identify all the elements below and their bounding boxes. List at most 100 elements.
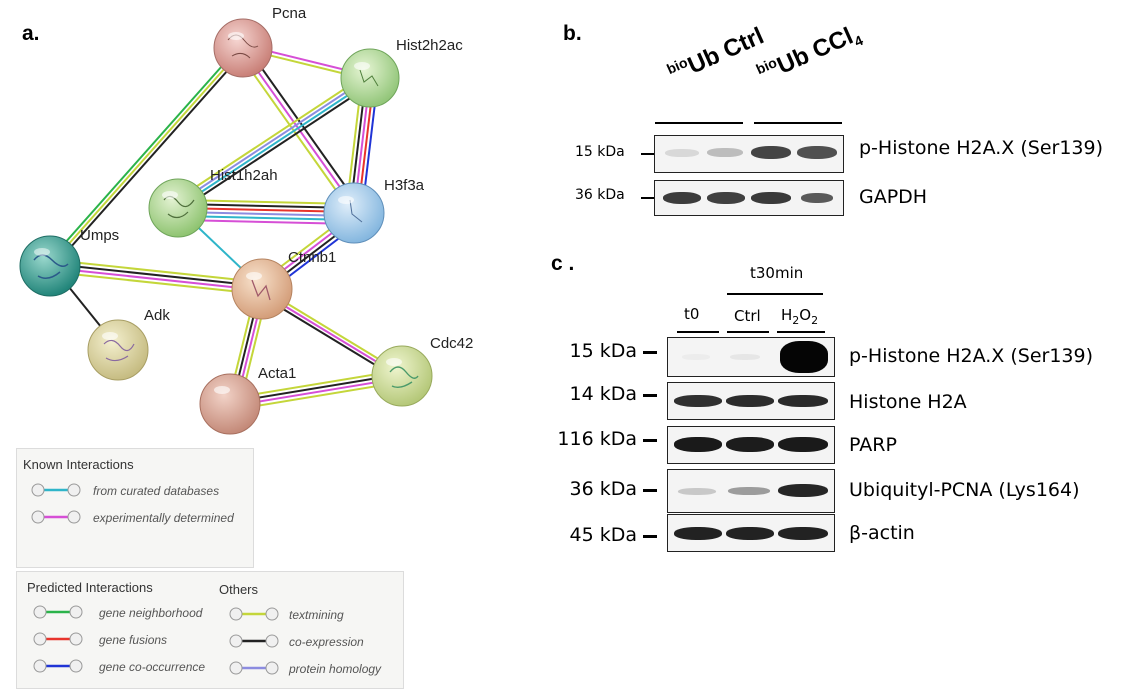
blot-b-row-0 xyxy=(654,135,844,173)
blot-c-kda-3: 36 kDa xyxy=(569,478,638,500)
band xyxy=(801,193,833,203)
legend-swatch-textmining xyxy=(229,607,279,621)
lane-bar-t0 xyxy=(677,331,719,333)
blot-c-name-2: PARP xyxy=(849,434,897,456)
time-header-bar xyxy=(727,293,823,295)
band xyxy=(663,192,701,204)
blot-c-kda-2: 116 kDa xyxy=(557,428,637,450)
legend-predicted: Predicted Interactions Others gene neigh… xyxy=(16,571,404,689)
lane-ctrl: Ctrl xyxy=(734,307,761,325)
blot-c-row-3 xyxy=(667,469,835,513)
blot-b-row-1 xyxy=(654,180,844,216)
node-hist2h2ac[interactable]: Hist2h2ac xyxy=(340,37,463,108)
node-label-adk: Adk xyxy=(144,307,170,324)
legend-item-coexpression: co-expression xyxy=(289,635,364,649)
lane-h2o2-sub2: 2 xyxy=(811,314,819,327)
node-adk[interactable]: Adk xyxy=(87,307,170,381)
node-acta1[interactable]: Acta1 xyxy=(199,365,296,435)
blot-c-kda-1: 14 kDa xyxy=(569,383,638,405)
band xyxy=(728,487,770,495)
group-bar-ccl4 xyxy=(754,122,842,124)
node-h3f3a[interactable]: H3f3a xyxy=(323,177,425,244)
group-label-ccl4: bioUb CCl4 xyxy=(753,18,865,90)
legend-item-curated: from curated databases xyxy=(93,484,220,498)
panel-a-label: a. xyxy=(22,22,40,45)
blot-c-kda-tick-1 xyxy=(643,394,657,397)
group-label-ctrl-text: Ub Ctrl xyxy=(683,22,768,80)
band xyxy=(707,192,745,204)
legend-swatch-coexpression xyxy=(229,634,279,648)
blot-c-kda-tick-0 xyxy=(643,351,657,354)
group-label-ccl4-text: Ub CCl xyxy=(773,22,858,80)
blot-c-row-0 xyxy=(667,337,835,377)
band xyxy=(726,395,774,407)
lane-bar-ctrl xyxy=(727,331,769,333)
string-network: Pcna Hist2h2ac Hist1h2ah H3f3a Umps Ctnn… xyxy=(19,5,473,435)
blot-c-kda-tick-4 xyxy=(643,535,657,538)
lane-h2o2-h: H xyxy=(781,306,793,324)
band xyxy=(665,149,699,157)
band xyxy=(797,146,837,159)
node-label-h3f3a: H3f3a xyxy=(384,177,425,194)
blot-b-kda-tick-1 xyxy=(641,197,654,199)
lane-h2o2-sub1: 2 xyxy=(792,314,800,327)
node-label-pcna: Pcna xyxy=(272,5,307,22)
node-cdc42[interactable]: Cdc42 xyxy=(371,335,473,407)
band xyxy=(674,395,722,407)
edge-pcna-umps xyxy=(47,47,245,267)
blot-c-kda-tick-2 xyxy=(643,439,657,442)
node-label-acta1: Acta1 xyxy=(258,365,296,382)
node-ctnnb1[interactable]: Ctnnb1 xyxy=(231,249,336,320)
blot-c-name-1: Histone H2A xyxy=(849,391,967,413)
time-header: t30min xyxy=(750,264,804,282)
legend-swatch-fusion xyxy=(33,632,83,646)
blot-b-kda-1: 36 kDa xyxy=(575,187,625,203)
group-label-ctrl: bioUb Ctrl xyxy=(664,21,768,89)
legend-swatch-curated xyxy=(31,483,81,497)
legend-item-homology: protein homology xyxy=(289,662,382,676)
node-pcna[interactable]: Pcna xyxy=(213,5,307,78)
band xyxy=(780,341,828,373)
band xyxy=(778,484,828,497)
node-umps[interactable]: Umps xyxy=(19,227,119,297)
blot-c-kda-4: 45 kDa xyxy=(569,524,638,546)
blot-b-name-1: GAPDH xyxy=(859,186,928,208)
band xyxy=(730,354,760,360)
lane-h2o2-o: O xyxy=(799,306,812,324)
blot-c-row-1 xyxy=(667,382,835,420)
legend-known: Known Interactions from curated database… xyxy=(16,448,254,568)
band xyxy=(751,146,791,159)
band xyxy=(778,437,828,452)
lane-bar-h2o2 xyxy=(777,331,825,333)
node-label-hist1h2ah: Hist1h2ah xyxy=(210,167,278,184)
band xyxy=(707,148,743,157)
node-label-cdc42: Cdc42 xyxy=(430,335,473,352)
node-label-ctnnb1: Ctnnb1 xyxy=(288,249,336,266)
blot-c-row-2 xyxy=(667,426,835,464)
legend-item-textmining: textmining xyxy=(289,608,344,622)
legend-item-fusion: gene fusions xyxy=(99,633,168,647)
blot-b-kda-0: 15 kDa xyxy=(575,144,625,160)
legend-item-experimental: experimentally determined xyxy=(93,511,234,525)
band xyxy=(726,437,774,452)
band xyxy=(778,527,828,540)
blot-b-kda-tick-0 xyxy=(641,153,654,155)
node-label-hist2h2ac: Hist2h2ac xyxy=(396,37,463,54)
blot-c-kda-0: 15 kDa xyxy=(569,340,638,362)
band xyxy=(674,437,722,452)
edge-umps-ctnnb1 xyxy=(51,259,261,295)
band xyxy=(678,488,716,495)
legend-swatch-cooccurrence xyxy=(33,659,83,673)
blot-c-kda-tick-3 xyxy=(643,489,657,492)
panel-c-label: c . xyxy=(551,252,575,275)
node-label-umps: Umps xyxy=(80,227,119,244)
band xyxy=(674,527,722,540)
band xyxy=(682,354,710,360)
band xyxy=(751,192,791,204)
node-hist1h2ah[interactable]: Hist1h2ah xyxy=(148,167,278,238)
group-bar-ctrl xyxy=(655,122,743,124)
legend-predicted-title: Predicted Interactions xyxy=(27,580,153,595)
legend-swatch-homology xyxy=(229,661,279,675)
blot-c-name-4: β-actin xyxy=(849,522,915,544)
band xyxy=(778,395,828,407)
